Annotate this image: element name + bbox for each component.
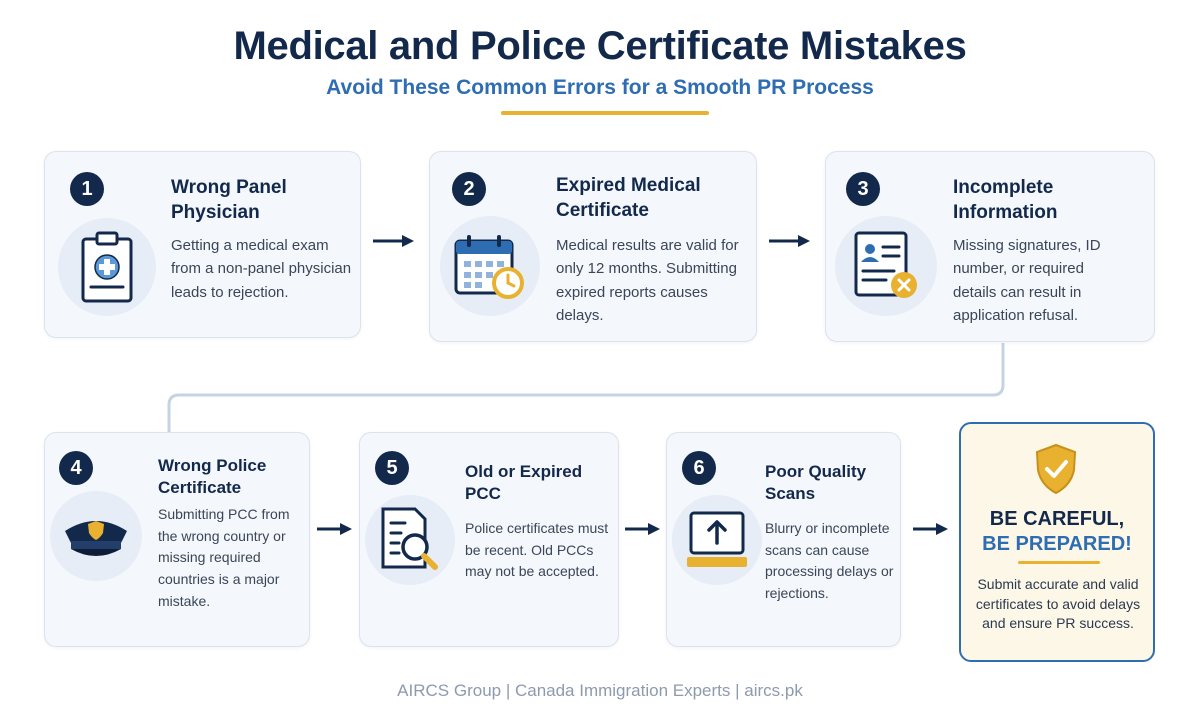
step-number-badge: 5 [375, 451, 409, 485]
flow-arrow-1 [373, 235, 414, 247]
flow-arrow-6 [913, 523, 948, 535]
step-card-1: 1 Wrong Panel Physician Getting a medica… [44, 151, 361, 338]
step-description: Police certificates must be recent. Old … [465, 520, 609, 580]
step-icon-circle [440, 216, 540, 316]
be-careful-heading: BE CAREFUL, [989, 508, 1125, 530]
flow-arrow-4 [317, 523, 352, 535]
step-title: Incomplete Information [953, 177, 1058, 223]
flow-arrow-5 [625, 523, 660, 535]
step-icon-circle [365, 495, 455, 585]
step-number-badge: 3 [846, 172, 880, 206]
row-connector-line [167, 343, 1005, 432]
step-title: Wrong Police Certificate [158, 456, 267, 498]
flow-arrow-2 [769, 235, 810, 247]
step-number-badge: 4 [59, 451, 93, 485]
step-description: Medical results are valid for only 12 mo… [556, 237, 739, 324]
step-title: Old or Expired PCC [465, 462, 583, 504]
step-card-4: 4 Wrong Police Certificate Submitting PC… [44, 432, 310, 647]
police-cap-icon [65, 521, 127, 556]
page-subtitle: Avoid These Common Errors for a Smooth P… [326, 76, 874, 99]
id-card-error-icon [854, 231, 917, 298]
step-icon-circle [835, 216, 937, 316]
step-title: Poor Quality Scans [765, 462, 867, 504]
step-icon-circle [58, 218, 156, 316]
scanner-icon [687, 511, 747, 567]
calendar-clock-icon [454, 235, 524, 299]
shield-check-icon [1035, 443, 1077, 495]
page-title: Medical and Police Certificate Mistakes [233, 24, 967, 68]
step-icon-circle [672, 495, 762, 585]
step-title: Expired Medical Certificate [556, 175, 701, 221]
title-underline [501, 111, 709, 115]
step-card-5: 5 Old or Expired PCC Police certificates… [359, 432, 619, 647]
step-number-badge: 2 [452, 172, 486, 206]
step-card-3: 3 Incomplete Information Missing signatu… [825, 151, 1155, 342]
step-card-6: 6 Poor Quality Scans Blurry or incomplet… [666, 432, 901, 647]
medical-clipboard-icon [81, 231, 133, 303]
final-description: Submit accurate and valid certificates t… [975, 576, 1141, 632]
step-description: Submitting PCC from the wrong country or… [158, 506, 290, 609]
step-title: Wrong Panel Physician [171, 177, 287, 223]
step-number-badge: 6 [682, 451, 716, 485]
step-number-badge: 1 [70, 172, 104, 206]
step-description: Blurry or incomplete scans can cause pro… [765, 520, 894, 602]
step-icon-circle [50, 491, 142, 581]
be-prepared-heading: BE PREPARED! [982, 533, 1132, 555]
document-search-icon [381, 507, 438, 570]
step-card-2: 2 Expired Medical Certificate [429, 151, 757, 342]
footer-text: AIRCS Group | Canada Immigration Experts… [397, 681, 803, 700]
step-description: Getting a medical exam from a non-panel … [171, 237, 352, 301]
step-description: Missing signatures, ID number, or requir… [953, 237, 1101, 324]
be-careful-card: BE CAREFUL, BE PREPARED! Submit accurate… [959, 422, 1155, 662]
heading-underline [1018, 561, 1100, 564]
